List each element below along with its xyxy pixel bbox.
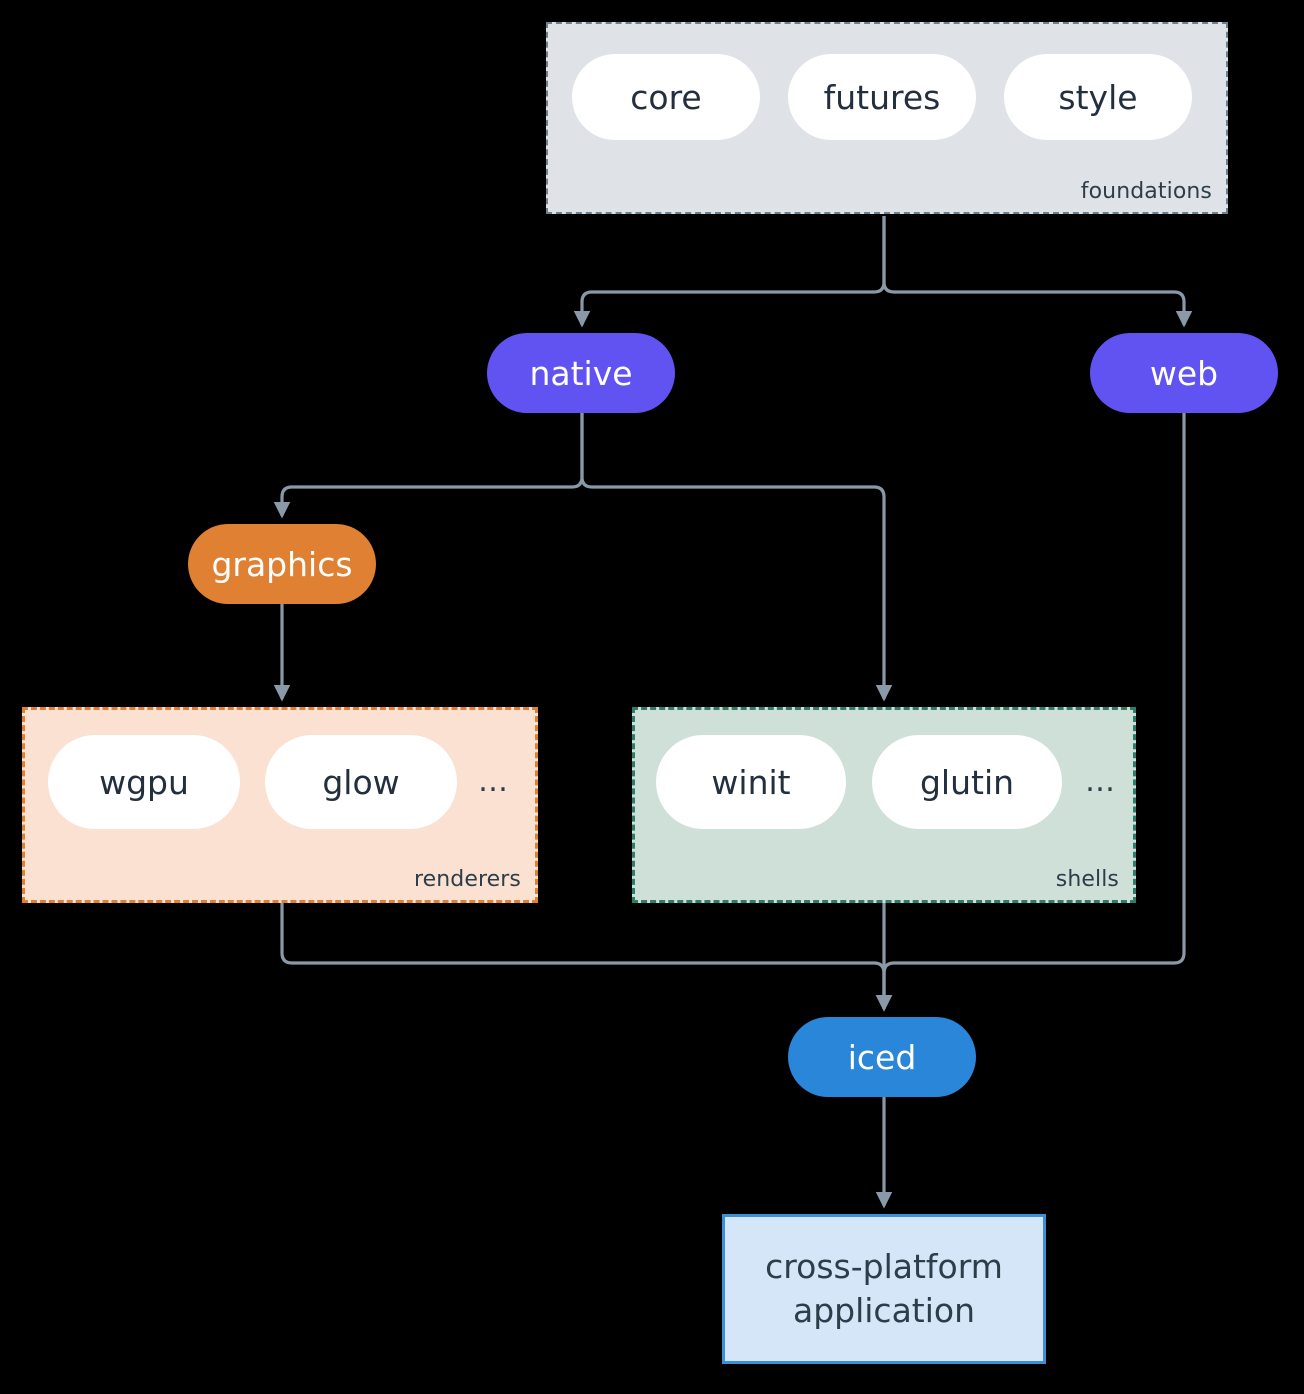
node-style[interactable]: style bbox=[1004, 54, 1192, 140]
node-native[interactable]: native bbox=[487, 333, 675, 413]
node-futures[interactable]: futures bbox=[788, 54, 976, 140]
node-graphics[interactable]: graphics bbox=[188, 524, 376, 604]
node-cross-platform-application[interactable]: cross-platform application bbox=[722, 1214, 1046, 1364]
cluster-label-shells: shells bbox=[1055, 867, 1119, 892]
shells-ellipsis: … bbox=[1085, 764, 1116, 799]
node-iced[interactable]: iced bbox=[788, 1017, 976, 1097]
edge-foundations-to-web bbox=[882, 216, 1193, 328]
application-label-line1: cross-platform bbox=[765, 1247, 1003, 1287]
node-winit[interactable]: winit bbox=[656, 735, 846, 829]
edge-native-to-graphics bbox=[273, 413, 584, 519]
node-graphics-label: graphics bbox=[211, 544, 353, 584]
edge-foundations-to-native bbox=[573, 216, 886, 328]
node-core-label: core bbox=[630, 77, 702, 117]
node-glutin[interactable]: glutin bbox=[872, 735, 1062, 829]
edge-native-to-shells bbox=[580, 413, 893, 702]
node-iced-label: iced bbox=[847, 1037, 917, 1077]
node-glutin-label: glutin bbox=[919, 762, 1015, 802]
edge-renderers-to-iced bbox=[280, 903, 893, 1012]
node-futures-label: futures bbox=[823, 77, 941, 117]
cluster-label-renderers: renderers bbox=[413, 867, 521, 892]
node-glow-label: glow bbox=[322, 762, 400, 802]
node-wgpu-label: wgpu bbox=[99, 762, 189, 802]
node-native-label: native bbox=[529, 353, 633, 393]
node-web-label: web bbox=[1149, 353, 1219, 393]
renderers-ellipsis: … bbox=[478, 764, 509, 799]
cluster-label-foundations: foundations bbox=[1080, 179, 1212, 204]
node-web[interactable]: web bbox=[1090, 333, 1278, 413]
node-wgpu[interactable]: wgpu bbox=[48, 735, 240, 829]
node-winit-label: winit bbox=[711, 762, 791, 802]
node-core[interactable]: core bbox=[572, 54, 760, 140]
node-glow[interactable]: glow bbox=[265, 735, 457, 829]
application-label-line2: application bbox=[792, 1291, 976, 1330]
node-style-label: style bbox=[1058, 77, 1138, 117]
